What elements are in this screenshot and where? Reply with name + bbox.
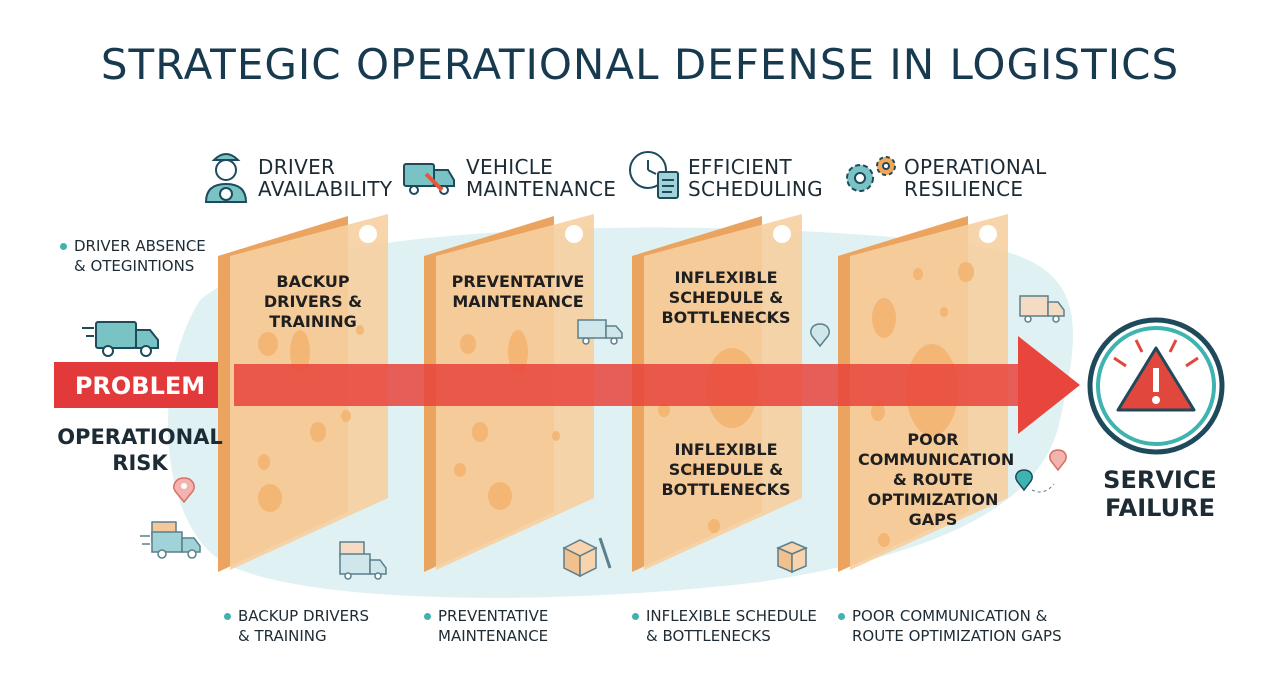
slice-2-top-text: PREVENTATIVE MAINTENANCE (451, 272, 585, 311)
layer-header-scheduling: EFFICIENT SCHEDULING (688, 155, 823, 201)
box-wrench-icon (562, 537, 612, 578)
bullet-dot (424, 613, 431, 620)
layer-2-bullet: PREVENTATIVE MAINTENANCE (424, 606, 548, 646)
layer-3-bullet: INFLEXIBLE SCHEDULE & BOTTLENECKS (632, 606, 817, 646)
delivery-truck-icon (140, 521, 201, 559)
left-bullet: DRIVER ABSENCE & OTEGINTIONS (60, 236, 206, 276)
map-pin-icon (173, 477, 195, 504)
truck-icon (82, 321, 159, 357)
box-icon (776, 541, 808, 574)
layer-header-vehicle: VEHICLE MAINTENANCE (466, 155, 617, 201)
problem-label: PROBLEM (74, 372, 206, 400)
bullet-dot (632, 613, 639, 620)
problem-arrow-tail (54, 362, 234, 408)
driver-icon (204, 153, 248, 203)
slice-3-bottom-text: INFLEXIBLE SCHEDULE & BOTTLENECKS (661, 440, 791, 499)
service-failure-label: SERVICE FAILURE (1103, 466, 1217, 522)
bullet-dot (224, 613, 231, 620)
risk-arrow (234, 336, 1080, 434)
clock-checklist-icon (629, 151, 679, 199)
route-pins-icon (1015, 449, 1067, 493)
layer-4-bullet: POOR COMMUNICATION & ROUTE OPTIMIZATION … (838, 606, 1062, 646)
page-title: STRATEGIC OPERATIONAL DEFENSE IN LOGISTI… (100, 40, 1180, 89)
location-pin-icon (810, 323, 830, 348)
layer-header-driver: DRIVER AVAILABILITY (258, 155, 393, 201)
wrench-truck-icon (403, 163, 455, 195)
slice-3-top-text: INFLEXIBLE SCHEDULE & BOTTLENECKS (661, 268, 791, 327)
alert-icon (1087, 317, 1225, 455)
slice-1-top-text: BACKUP DRIVERS & TRAINING (263, 272, 363, 331)
operational-risk-label: OPERATIONAL RISK (57, 425, 223, 475)
layer-header-resilience: OPERATIONAL RESILIENCE (904, 155, 1047, 201)
slice-4-bottom-text: POOR COMMUNICATION & ROUTE OPTIMIZATION … (858, 430, 1015, 529)
bullet-dot (60, 243, 67, 250)
bullet-dot (838, 613, 845, 620)
gears-icon (846, 156, 896, 192)
truck-small-icon (1019, 295, 1065, 323)
truck-small-icon (577, 319, 623, 345)
truck-small-icon (339, 541, 387, 580)
layer-1-bullet: BACKUP DRIVERS & TRAINING (224, 606, 369, 646)
